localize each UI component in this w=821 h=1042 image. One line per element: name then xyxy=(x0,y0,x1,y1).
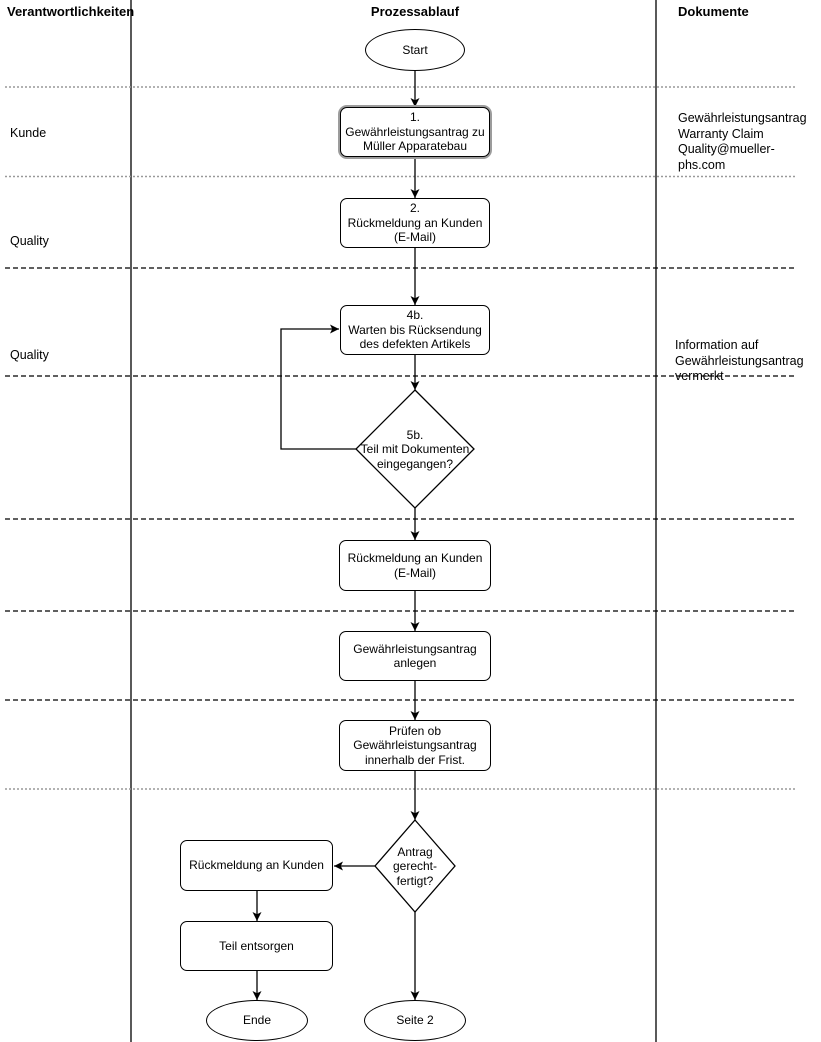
column-header-process: Prozessablauf xyxy=(370,4,460,19)
document-note-warranty-claim: Gewährleistungsantrag Warranty Claim Qua… xyxy=(678,111,807,172)
document-note-information-vermerkt: Information auf Gewährleistungsantrag ve… xyxy=(675,338,804,383)
node-page2-terminator: Seite 2 xyxy=(364,1000,466,1041)
node-step1-warranty-request: 1. Gewährleistungsantrag zu Müller Appar… xyxy=(340,107,490,157)
column-header-documents: Dokumente xyxy=(678,4,749,19)
lane-label-quality-2: Quality xyxy=(10,348,49,362)
lane-label-kunde: Kunde xyxy=(10,126,47,140)
node-feedback-customer: Rückmeldung an Kunden xyxy=(180,840,333,891)
node-end-terminator: Ende xyxy=(206,1000,308,1041)
node-dispose-part: Teil entsorgen xyxy=(180,921,333,971)
lane-label-quality-1: Quality xyxy=(10,234,49,248)
node-start-terminator: Start xyxy=(365,29,465,71)
node-create-claim: Gewährleistungsantrag anlegen xyxy=(339,631,491,681)
node-check-deadline: Prüfen ob Gewährleistungsantrag innerhal… xyxy=(339,720,491,771)
decision-label-5b: 5b. Teil mit Dokumenten eingegangen? xyxy=(360,427,470,471)
decision-diamond-5b xyxy=(355,389,475,509)
node-feedback-email: Rückmeldung an Kunden (E-Mail) xyxy=(339,540,491,591)
column-header-responsibilities: Verantwortlichkeiten xyxy=(7,4,135,19)
node-step4b-wait-return: 4b. Warten bis Rücksendung des defekten … xyxy=(340,305,490,355)
decision-label-justified: Antrag gerecht- fertigt? xyxy=(392,844,438,888)
decision-diamond-justified xyxy=(374,819,456,913)
flow-arrow-loop-dec5b-to-step4b xyxy=(280,324,356,450)
node-step2-feedback-email: 2. Rückmeldung an Kunden (E-Mail) xyxy=(340,198,490,248)
